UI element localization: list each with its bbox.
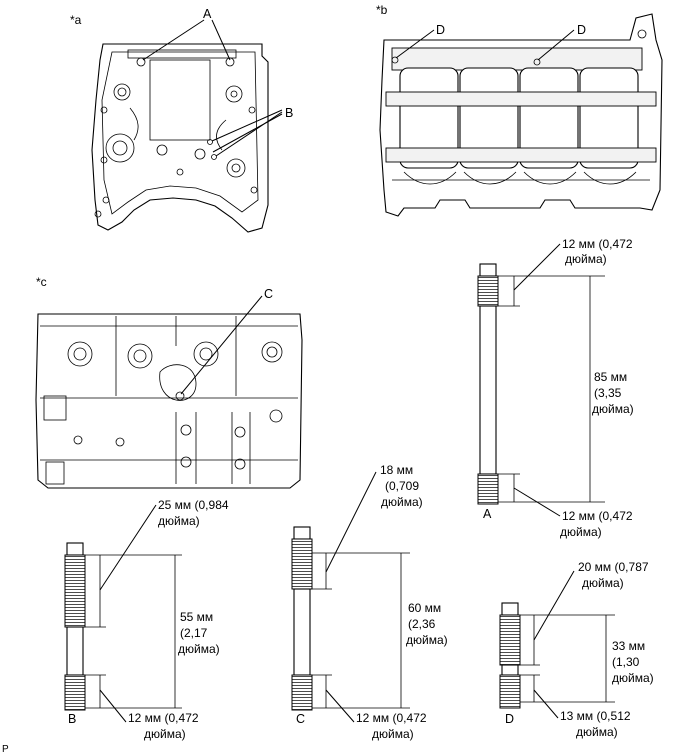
bolt-b-bottom-thread (64, 674, 86, 711)
bolt-a-top-dim-line2: дюйма) (565, 252, 607, 266)
bolt-b-label: B (68, 712, 76, 726)
bolt-b-top-dim-line1: 25 мм (0,984 (158, 498, 229, 512)
bolt-c-bottom-thread (291, 674, 313, 711)
block-front-view: *a (70, 13, 269, 233)
bolt-b-top-dim-line2: дюйма) (158, 514, 200, 528)
corner-mark: P (2, 744, 9, 755)
bolt-c-length-line1: 60 мм (408, 601, 441, 615)
bolt-d-top-dim-line1: 20 мм (0,787 (578, 560, 649, 574)
bolt-b-length-line3: дюйма) (178, 642, 220, 656)
leader-b3 (212, 113, 283, 153)
bolt-c-label: C (296, 712, 305, 726)
bolt-b-bottom-dim-line2: дюйма) (144, 727, 186, 741)
bolt-a-shank (479, 305, 497, 475)
stud-bolt-b (64, 504, 182, 723)
bolt-d-head (501, 602, 519, 616)
callout-c: C (264, 287, 273, 301)
bolt-d-length-line3: дюйма) (612, 671, 654, 685)
leader-d1 (395, 29, 435, 59)
bolt-b-top-thread (64, 554, 86, 628)
bolt-a-top-dim-line1: 12 мм (0,472 (562, 237, 633, 251)
bolt-c-bottom-dim-line2: дюйма) (372, 727, 414, 741)
callout-d-right: D (577, 23, 586, 37)
bolt-a-head (479, 263, 497, 277)
bolt-c-shank (293, 588, 311, 676)
block-side-view: *b (376, 3, 663, 217)
leader-a2 (211, 19, 231, 61)
view-a-label: *a (70, 13, 82, 27)
bolt-d-top-thread (499, 614, 521, 666)
leader-b2 (215, 111, 283, 157)
bolt-d-bottom-thread (499, 674, 521, 709)
bolt-c-top-dim-line3: дюйма) (381, 495, 423, 509)
leader-d2 (537, 29, 575, 61)
bolt-a-label: A (483, 507, 492, 521)
view-b-label: *b (376, 3, 388, 17)
bolt-c-length-line3: дюйма) (406, 633, 448, 647)
bolt-d-top-dim-line2: дюйма) (582, 576, 624, 590)
view-c-label: *c (36, 275, 47, 289)
bolt-a-length-line3: дюйма) (592, 402, 634, 416)
bolt-b-length-line1: 55 мм (180, 610, 213, 624)
bolt-d-shank (501, 664, 519, 676)
bolt-d-length-line2: (1,30 (612, 655, 640, 669)
callout-leaders (142, 19, 575, 395)
leader-c (180, 295, 263, 395)
stud-bolt-d (499, 570, 615, 719)
callout-a: A (203, 7, 212, 21)
bolt-c-length-line2: (2,36 (408, 617, 436, 631)
bolt-d-bottom-dim-line2: дюйма) (576, 725, 618, 739)
bolt-a-bottom-thread (477, 473, 499, 505)
bolt-c-top-dim-line2: (0,709 (385, 479, 419, 493)
bolt-b-head (66, 542, 84, 556)
bolt-a-top-thread (477, 275, 499, 307)
stud-bolt-c (291, 471, 410, 723)
bolt-d-bottom-dim-line1: 13 мм (0,512 (560, 709, 631, 723)
bolt-c-bottom-dim-line1: 12 мм (0,472 (356, 711, 427, 725)
leader-b1 (211, 109, 283, 142)
bolt-a-bottom-dim-line1: 12 мм (0,472 (562, 509, 633, 523)
bolt-d-length-line1: 33 мм (612, 639, 645, 653)
bolt-a-length-line2: (3,35 (594, 386, 622, 400)
bolt-c-top-dim-line1: 18 мм (380, 463, 413, 477)
bolt-c-top-thread (291, 538, 313, 590)
leader-a1 (142, 19, 205, 61)
stud-bolt-a (477, 243, 605, 517)
bolt-b-length-line2: (2,17 (180, 626, 208, 640)
callout-b: B (285, 106, 293, 120)
bolt-d-label: D (505, 712, 514, 726)
bolt-a-length-line1: 85 мм (594, 370, 627, 384)
block-bottom-view: *c (35, 275, 303, 489)
bolt-c-head (293, 526, 311, 540)
bolt-b-shank (66, 626, 84, 676)
bolt-b-bottom-dim-line1: 12 мм (0,472 (128, 711, 199, 725)
bolt-a-bottom-dim-line2: дюйма) (560, 525, 602, 539)
callout-d-left: D (436, 23, 445, 37)
